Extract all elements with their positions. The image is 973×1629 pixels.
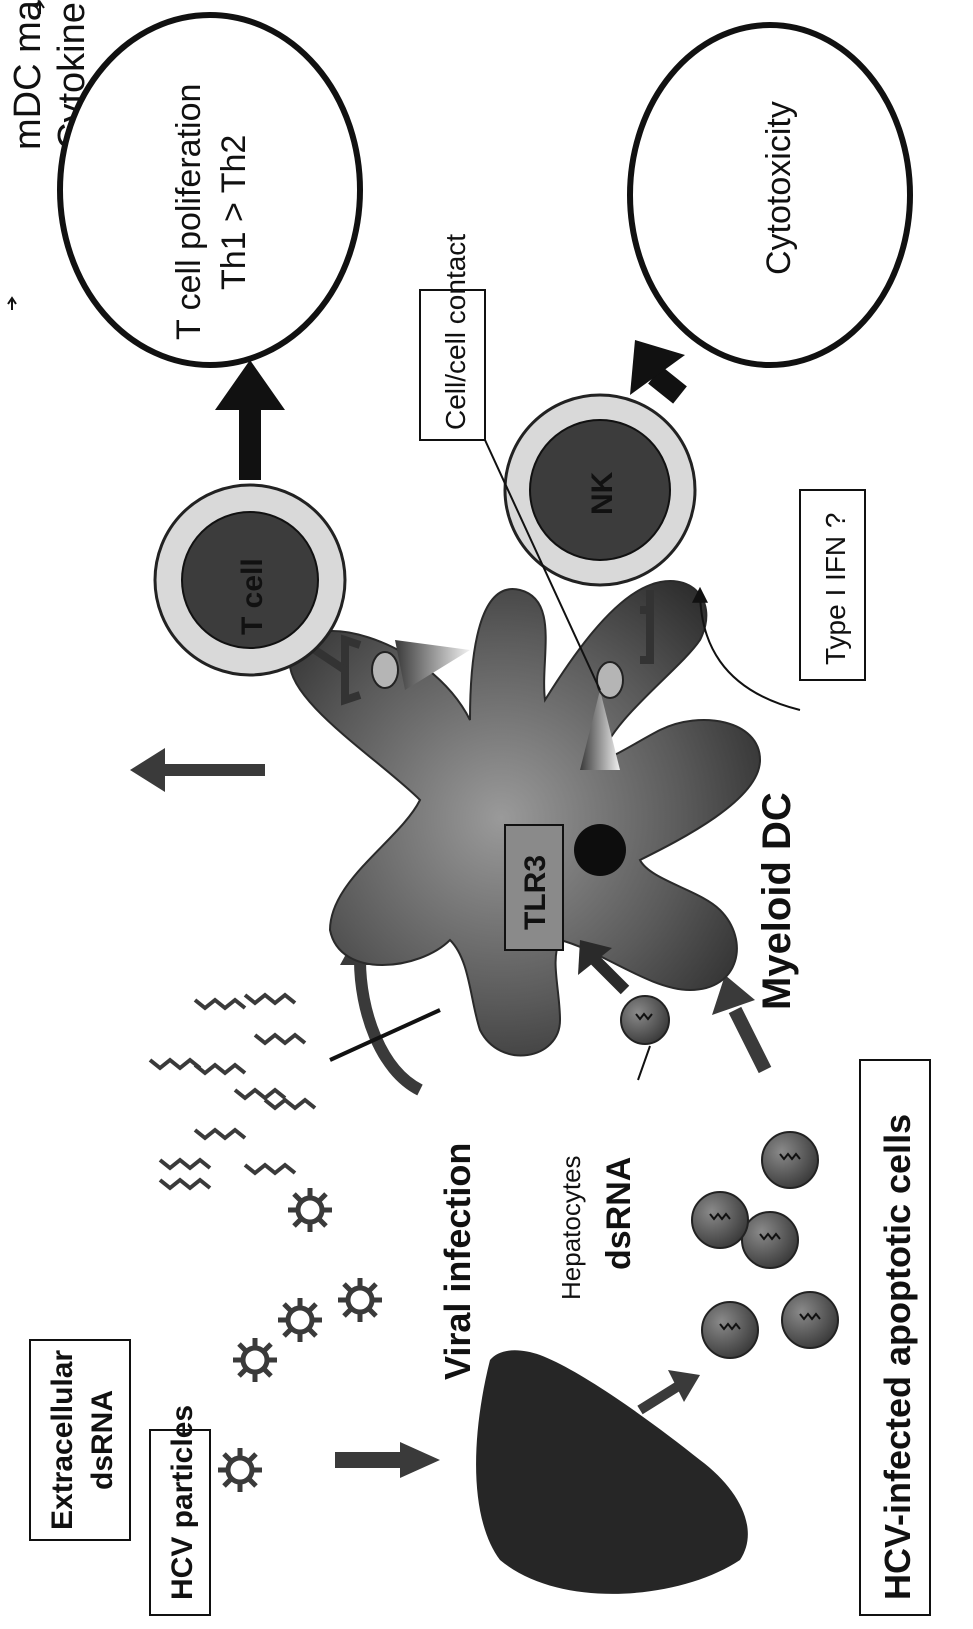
apoptotic-cell — [692, 1192, 748, 1248]
hepatocytes-label: Hepatocytes — [556, 1155, 586, 1300]
hcv-infected-apoptotic-cells-label: HCV-infected apoptotic cells — [877, 1114, 918, 1600]
myeloid-dc-label: Myeloid DC — [755, 792, 799, 1010]
mdc-maturation-text: mDC maturation: MHC Class I, CD86 — [7, 0, 49, 150]
type1-ifn-arrow — [700, 590, 800, 710]
cell-contact-label: Cell/cell contact — [440, 234, 471, 430]
type1-ifn-label: Type I IFN ? — [820, 513, 851, 666]
dsrna-zigzag-icon — [160, 1180, 210, 1188]
tlr3-label: TLR3 — [519, 855, 552, 930]
top-text-group: mDC maturation: MHC Class I, CD86 — [7, 0, 49, 150]
extracellular-dsrna-label-1: Extracellular — [46, 1350, 79, 1530]
t-cell-label: T cell — [236, 558, 269, 635]
hepatocyte-to-apoptotic-arrow-shaft — [640, 1385, 680, 1410]
dc-nucleus — [574, 824, 626, 876]
dsrna-zigzag-icon — [195, 1065, 245, 1073]
dc-to-maturation-arrowhead-icon — [130, 748, 165, 792]
hcv-particle-icon — [233, 1338, 277, 1382]
hepatocyte-cell — [476, 1350, 748, 1594]
dsrna-zigzag-icon — [245, 995, 295, 1003]
apoptotic-cell — [782, 1292, 838, 1348]
apoptotic-cells-group — [692, 1132, 838, 1358]
dsrna-vesicle — [621, 996, 669, 1044]
t-cell-proliferation-ellipse — [60, 15, 360, 365]
hcv-particles-label: HCV particles — [166, 1405, 199, 1600]
extracellular-dsrna-label-2: dsRNA — [86, 1390, 119, 1490]
dsrna-zigzag-icon — [160, 1160, 210, 1168]
nk-ligand — [597, 662, 623, 698]
t-cell-proliferation-label-1: T cell poliferation — [170, 84, 208, 340]
tcell-to-proliferation-arrowhead-icon — [215, 360, 285, 410]
apoptotic-cell — [702, 1302, 758, 1358]
hcv-particle-cluster — [218, 1188, 382, 1492]
up-arrow-icon — [8, 298, 16, 310]
dsrna-zigzag-icon — [265, 1100, 315, 1108]
cytotoxicity-label: Cytotoxicity — [760, 101, 798, 275]
mhc-antigen — [372, 652, 398, 688]
nk-to-cytotoxicity-arrow-shaft — [655, 375, 680, 395]
hcv-particle-icon — [278, 1298, 322, 1342]
dsrna-zigzag-icon — [150, 1060, 200, 1068]
dsrna-zigzag-icon — [245, 1165, 295, 1173]
dsrna-pointer-line — [638, 1046, 650, 1080]
hcv-particle-icon — [218, 1448, 262, 1492]
dsrna-zigzag-icon — [195, 1130, 245, 1138]
hcv-particle-icon — [338, 1278, 382, 1322]
apoptotic-cell — [742, 1212, 798, 1268]
hcv-particle-icon — [288, 1188, 332, 1232]
apoptotic-cell — [762, 1132, 818, 1188]
hcv-to-infection-arrowhead-icon — [400, 1442, 440, 1478]
dsrna-zigzag-icon — [235, 1090, 285, 1098]
dsrna-zigzag-icon — [255, 1035, 305, 1043]
dsrna-label: dsRNA — [600, 1157, 638, 1270]
t-cell-proliferation-label-2: Th1 > Th2 — [215, 135, 253, 290]
viral-infection-label: Viral infection — [437, 1143, 478, 1380]
apoptotic-to-dc-arrow-shaft — [735, 1010, 765, 1070]
dsrna-zigzag-group — [150, 995, 315, 1188]
dsrna-zigzag-icon — [195, 1000, 245, 1008]
nk-label: NK — [586, 471, 619, 515]
